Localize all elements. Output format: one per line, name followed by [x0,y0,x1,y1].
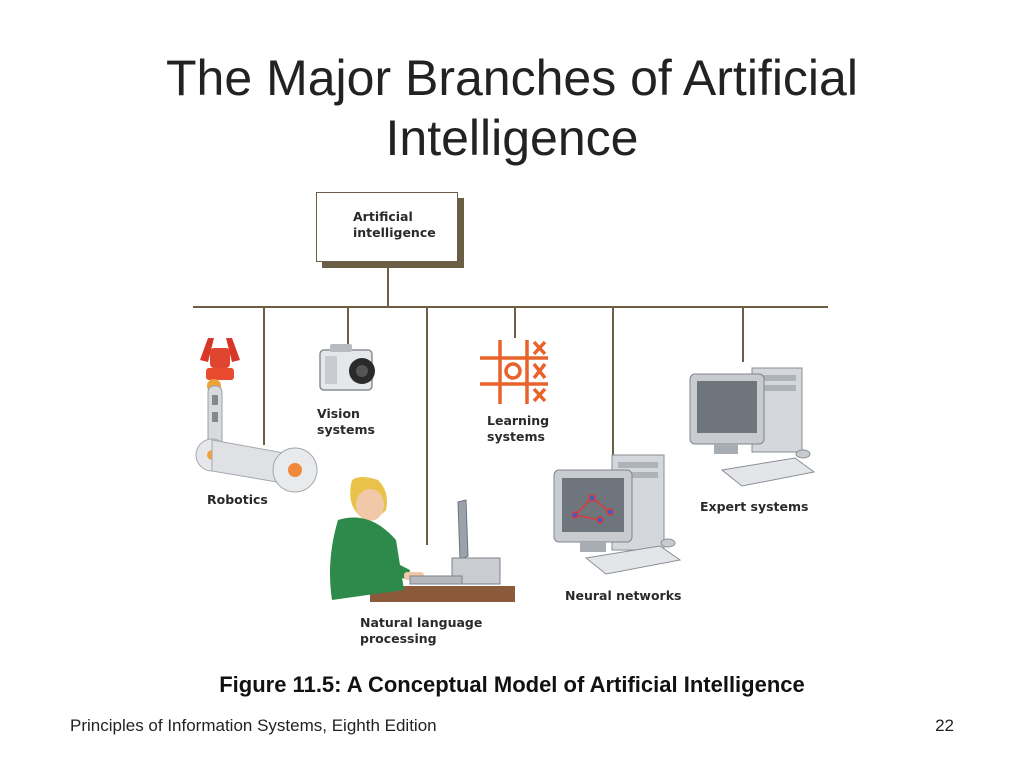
vision-label-line-2: systems [317,422,375,437]
robotics-label-text: Robotics [207,492,268,507]
root-label-line-1: Artificial [353,209,413,224]
page-title: The Major Branches of Artificial Intelli… [112,48,912,168]
nlp-label-line-1: Natural language [360,615,483,630]
learning-label-line-1: Learning [487,413,550,428]
robot-arm-icon [195,338,318,493]
figure-caption: Figure 11.5: A Conceptual Model of Artif… [219,672,805,697]
expert-systems-computer-icon [689,367,816,487]
neural-network-computer-icon [553,454,682,575]
footer-text: Principles of Information Systems, Eight… [70,716,437,735]
connector-lines [193,268,828,545]
robotics-label: Robotics [207,492,268,508]
vision-systems-label: Vision systems [317,406,375,438]
root-label: Artificial intelligence [353,209,457,241]
root-label-line-2: intelligence [353,225,436,240]
title-line-1: The Major Branches of Artificial [166,50,858,106]
expert-systems-label: Expert systems [700,499,808,515]
person-at-computer-icon [330,477,515,602]
tic-tac-toe-icon [480,340,548,404]
neural-label-text: Neural networks [565,588,682,603]
vision-label-line-1: Vision [317,406,360,421]
neural-networks-label: Neural networks [565,588,681,604]
learning-systems-label: Learning systems [487,413,549,445]
ai-root-box: Artificial intelligence [316,192,458,262]
nlp-label-line-2: processing [360,631,437,646]
learning-label-line-2: systems [487,429,545,444]
title-line-2: Intelligence [385,110,639,166]
nlp-label: Natural language processing [360,615,482,647]
page-number: 22 [935,716,954,735]
expert-label-text: Expert systems [700,499,809,514]
camera-icon [319,344,375,391]
